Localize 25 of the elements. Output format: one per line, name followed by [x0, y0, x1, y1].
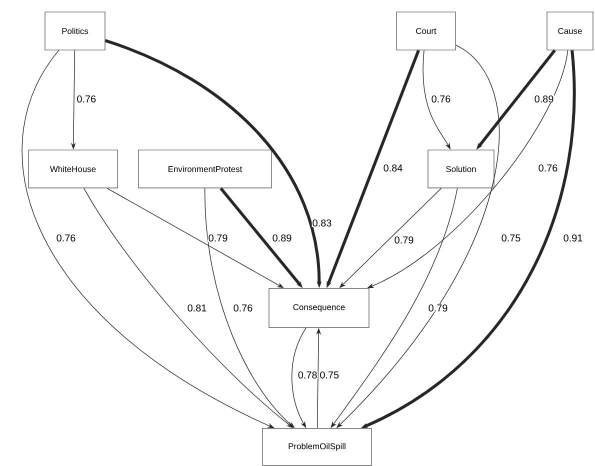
edge-label: 0.76 [76, 94, 97, 104]
variable-box: Politics [44, 12, 106, 50]
edge-label: 0.76 [538, 164, 558, 172]
variable-box: Cause [546, 12, 594, 50]
edge-label: 0.91 [562, 234, 584, 242]
edge-label: 0.76 [232, 304, 254, 312]
variable-box: WhiteHouse [28, 150, 118, 188]
edge-label: 0.83 [312, 218, 332, 228]
edge-label: 0.75 [319, 370, 340, 379]
edge-label: 0.75 [500, 234, 522, 242]
edge-label: 0.84 [382, 164, 404, 172]
variable-box: Court [396, 12, 456, 50]
edge-label: 0.76 [56, 234, 76, 242]
edge-label: 0.81 [186, 304, 208, 312]
variable-box: ProblemOilSpill [262, 428, 372, 466]
edge-label: 0.78 [297, 370, 318, 379]
variable-box: Solution [428, 150, 494, 188]
edge-label: 0.89 [272, 234, 292, 242]
edge-label: 0.79 [208, 234, 228, 242]
edge-label: 0.79 [394, 236, 414, 244]
variable-box: EnvironmentProtest [138, 150, 272, 188]
edge-label: 0.89 [534, 94, 554, 104]
edge-label: 0.76 [430, 94, 452, 104]
variable-box: Consequence [268, 288, 370, 328]
edge-label: 0.79 [428, 304, 448, 312]
